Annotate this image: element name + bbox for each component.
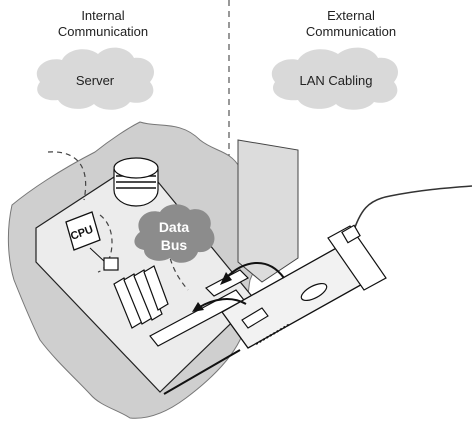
card-chip <box>241 307 269 329</box>
lan-cabling-cloud <box>271 47 399 110</box>
cpu-trace <box>89 247 106 263</box>
memory-modules <box>113 265 169 329</box>
case-bottom-edge <box>163 349 241 395</box>
data-bus-cloud <box>134 204 215 263</box>
arrow-to-upper-slot <box>225 262 285 279</box>
card-edge-connector <box>255 323 291 345</box>
arrow-head-upper <box>220 272 232 285</box>
external-heading-line2: Communication <box>306 24 396 39</box>
server-cloud-label: Server <box>76 73 115 88</box>
external-heading-line1: External <box>327 8 375 23</box>
back-panel <box>237 139 299 283</box>
internal-dashed-link <box>47 151 113 273</box>
cpu-chip <box>65 211 101 251</box>
card-port <box>300 282 328 302</box>
data-bus-label-line1: Data <box>159 219 190 235</box>
small-chip <box>103 257 119 271</box>
internal-heading-line1: Internal <box>81 8 124 23</box>
cable-plug <box>341 224 361 244</box>
card-bracket <box>327 225 387 291</box>
lan-cable <box>351 185 473 237</box>
data-bus-label-line2: Bus <box>161 237 188 253</box>
arrow-to-lower-slot <box>197 298 247 309</box>
arrow-head-lower <box>192 302 204 312</box>
internal-heading-line2: Communication <box>58 24 148 39</box>
lan-cabling-cloud-label: LAN Cabling <box>300 73 373 88</box>
cooling-fan <box>113 157 159 207</box>
server-cloud <box>36 47 155 110</box>
